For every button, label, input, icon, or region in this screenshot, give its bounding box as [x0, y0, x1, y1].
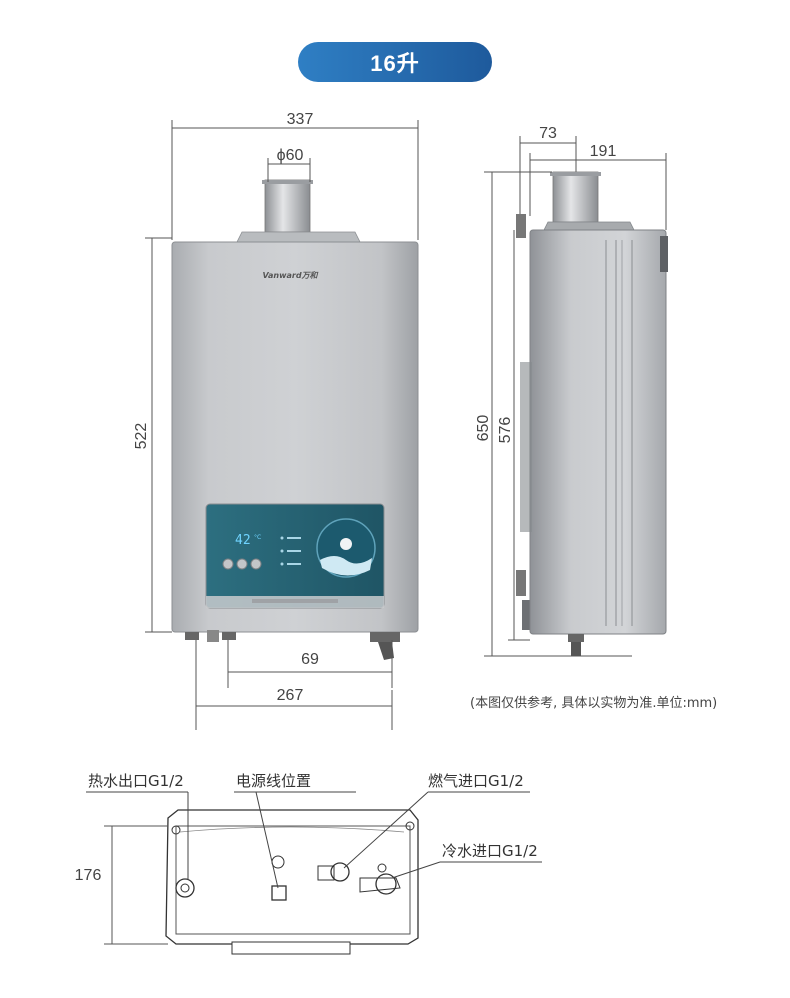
capacity-badge: 16升: [298, 42, 492, 82]
reference-note: (本图仅供参考, 具体以实物为准.单位:mm): [470, 696, 718, 711]
gas-inlet-label: 燃气进口G1/2: [428, 772, 524, 790]
temp-unit: °C: [254, 534, 261, 541]
hot-water-outlet-label: 热水出口G1/2: [88, 772, 184, 790]
pipe-span-label: 69: [301, 651, 319, 668]
front-height-label: 522: [133, 423, 150, 450]
front-width-label: 337: [287, 111, 314, 128]
body-height-label: 576: [497, 417, 514, 444]
flue-diameter-label: ϕ60: [277, 147, 304, 164]
power-cord-label: 电源线位置: [236, 772, 311, 790]
mount-span-label: 267: [277, 687, 304, 704]
bottom-depth-label: 176: [75, 867, 102, 884]
cold-water-inlet-label: 冷水进口G1/2: [442, 842, 538, 860]
panel-button-1[interactable]: [222, 558, 234, 570]
depth-label: 191: [590, 143, 617, 160]
side-view: 73 191 650 576: [475, 125, 668, 657]
temp-display: 42: [235, 533, 251, 548]
flue-offset-label: 73: [539, 125, 557, 142]
total-height-label: 650: [475, 415, 492, 442]
panel-button-3[interactable]: [250, 558, 262, 570]
brand-logo: Vanward万和: [262, 271, 318, 280]
bottom-view: 176 热水出口G1/2 电源线位置 燃气进口G1/2 冷水进口G1/2: [75, 772, 542, 955]
panel-button-2[interactable]: [236, 558, 248, 570]
front-view: 337 ϕ60 Vanward万和 42 °C: [133, 111, 419, 730]
